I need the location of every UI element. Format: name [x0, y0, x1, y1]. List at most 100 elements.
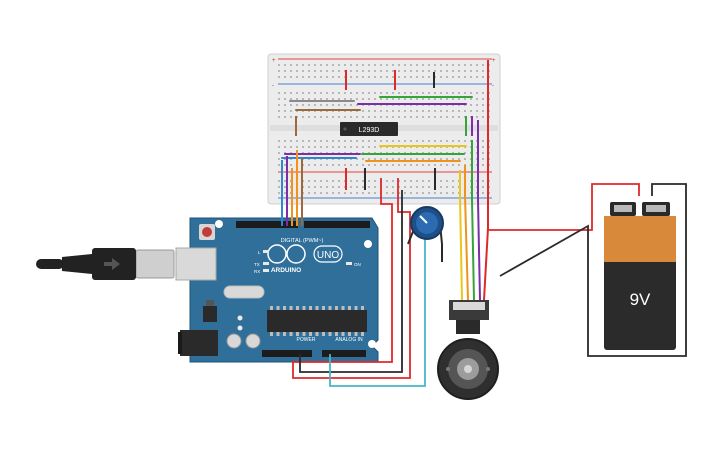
- rail-minus-right: -: [492, 83, 494, 89]
- breadboard-hole: [308, 192, 310, 194]
- chip-pin: [361, 306, 364, 310]
- breadboard-hole: [296, 98, 298, 100]
- breadboard-hole: [368, 70, 370, 72]
- breadboard-hole: [338, 92, 340, 94]
- breadboard-hole: [380, 64, 382, 66]
- breadboard-hole: [464, 152, 466, 154]
- breadboard-hole: [410, 140, 412, 142]
- breadboard-hole: [458, 70, 460, 72]
- breadboard-hole: [446, 180, 448, 182]
- breadboard-hole: [278, 70, 280, 72]
- breadboard-hole: [278, 140, 280, 142]
- breadboard-hole: [428, 140, 430, 142]
- motor-wire-purple: [477, 120, 481, 301]
- breadboard-hole: [380, 76, 382, 78]
- breadboard-hole: [362, 180, 364, 182]
- breadboard-hole: [410, 70, 412, 72]
- breadboard-hole: [398, 180, 400, 182]
- breadboard-hole: [452, 64, 454, 66]
- breadboard-hole: [296, 70, 298, 72]
- breadboard-hole: [314, 116, 316, 118]
- arduino-logo-right: [286, 244, 306, 264]
- breadboard-hole: [350, 92, 352, 94]
- breadboard-hole: [296, 92, 298, 94]
- breadboard-hole: [356, 64, 358, 66]
- breadboard-hole: [278, 152, 280, 154]
- breadboard-hole: [350, 140, 352, 142]
- breadboard-hole: [302, 140, 304, 142]
- breadboard-hole: [404, 116, 406, 118]
- breadboard-hole: [380, 158, 382, 160]
- breadboard-hole: [404, 70, 406, 72]
- breadboard-hole: [464, 76, 466, 78]
- led-on: [346, 262, 352, 265]
- breadboard-hole: [362, 70, 364, 72]
- breadboard-hole: [302, 70, 304, 72]
- breadboard-hole: [308, 104, 310, 106]
- breadboard-hole: [278, 104, 280, 106]
- breadboard-hole: [356, 164, 358, 166]
- arduino-model: UNO: [317, 250, 339, 261]
- breadboard-hole: [350, 76, 352, 78]
- breadboard-hole: [320, 116, 322, 118]
- breadboard-hole: [464, 70, 466, 72]
- led-l: [263, 250, 269, 253]
- breadboard-hole: [344, 146, 346, 148]
- chip-pin: [302, 306, 306, 310]
- breadboard-hole: [380, 92, 382, 94]
- breadboard-hole: [320, 76, 322, 78]
- usb-cable: [36, 259, 64, 269]
- breadboard-hole: [332, 76, 334, 78]
- breadboard-hole: [392, 70, 394, 72]
- breadboard-hole: [476, 104, 478, 106]
- breadboard-hole: [350, 180, 352, 182]
- chip-pin: [289, 332, 293, 336]
- breadboard-hole: [374, 76, 376, 78]
- breadboard-hole: [428, 76, 430, 78]
- chip-pin: [322, 306, 325, 310]
- breadboard-hole: [482, 146, 484, 148]
- breadboard-hole: [278, 186, 280, 188]
- breadboard-hole: [446, 164, 448, 166]
- breadboard-hole: [296, 146, 298, 148]
- breadboard-hole: [332, 180, 334, 182]
- breadboard-hole: [326, 164, 328, 166]
- chip-pin: [335, 332, 338, 336]
- breadboard-hole: [392, 158, 394, 160]
- breadboard-hole: [428, 70, 430, 72]
- breadboard-hole: [386, 180, 388, 182]
- breadboard-hole: [320, 186, 322, 188]
- breadboard-hole: [350, 98, 352, 100]
- breadboard-hole: [320, 146, 322, 148]
- led-tx-label: TX: [254, 262, 260, 267]
- chip-pin: [315, 332, 319, 336]
- breadboard-hole: [308, 180, 310, 182]
- breadboard-hole: [350, 116, 352, 118]
- breadboard-hole: [326, 98, 328, 100]
- breadboard-hole: [386, 192, 388, 194]
- chip-pin: [341, 332, 345, 336]
- breadboard-hole: [374, 164, 376, 166]
- breadboard-hole: [302, 116, 304, 118]
- breadboard-hole: [398, 110, 400, 112]
- arduino-signal-wires: [281, 150, 303, 226]
- breadboard-hole: [356, 104, 358, 106]
- breadboard-hole: [350, 186, 352, 188]
- breadboard-hole: [386, 98, 388, 100]
- breadboard-hole: [386, 116, 388, 118]
- battery-label: 9V: [630, 290, 651, 309]
- breadboard-hole: [446, 64, 448, 66]
- breadboard-hole: [392, 186, 394, 188]
- breadboard-hole: [296, 76, 298, 78]
- breadboard-hole: [446, 110, 448, 112]
- breadboard-hole: [368, 158, 370, 160]
- breadboard-hole: [458, 92, 460, 94]
- breadboard-hole: [434, 192, 436, 194]
- breadboard-hole: [308, 116, 310, 118]
- breadboard-hole: [410, 192, 412, 194]
- chip-pin: [302, 332, 306, 336]
- breadboard-hole: [386, 158, 388, 160]
- breadboard-hole: [380, 70, 382, 72]
- breadboard-hole: [326, 192, 328, 194]
- breadboard-hole: [332, 98, 334, 100]
